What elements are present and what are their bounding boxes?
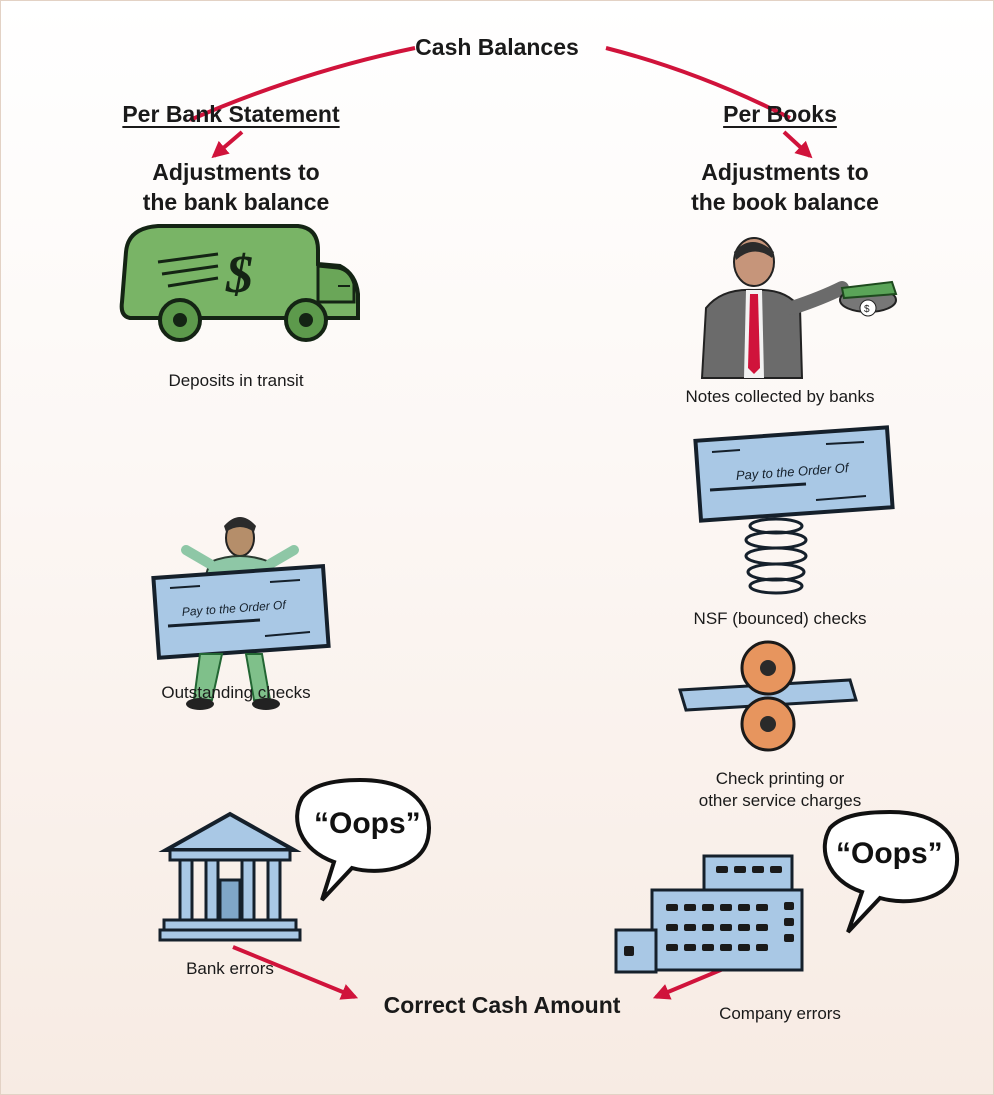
check-printing-rollers-icon bbox=[678, 640, 858, 752]
caption-check-printing-line2: other service charges bbox=[698, 791, 862, 810]
caption-notes-collected: Notes collected by banks bbox=[685, 387, 875, 406]
caption-company-errors: Company errors bbox=[719, 1004, 841, 1023]
arrow-bank-to-correct bbox=[232, 945, 359, 1000]
arrow-to-bank-adjustments bbox=[211, 130, 244, 159]
bank-adjustments-heading: Adjustments to the bank balance bbox=[106, 157, 366, 217]
arc-to-bank-line bbox=[189, 46, 416, 122]
bank-building-icon bbox=[158, 811, 302, 942]
book-adjustments-heading: Adjustments to the book balance bbox=[655, 157, 915, 217]
svg-text:$: $ bbox=[225, 244, 253, 304]
books-subtitle: Per Books bbox=[700, 101, 860, 128]
person-holding-check-icon: Pay to the Order Of bbox=[151, 517, 331, 710]
bank-statement-subtitle-text: Per Bank Statement bbox=[122, 101, 340, 127]
caption-check-printing: Check printing or other service charges bbox=[665, 768, 895, 812]
book-heading-line2: the book balance bbox=[691, 189, 879, 215]
correct-cash-amount: Correct Cash Amount bbox=[383, 992, 621, 1018]
caption-outstanding-checks: Outstanding checks bbox=[161, 683, 311, 702]
caption-bank-errors: Bank errors bbox=[186, 959, 274, 978]
oops-text-left: “Oops” bbox=[314, 807, 421, 840]
oops-text-right: “Oops” bbox=[836, 837, 943, 870]
caption-check-printing-line1: Check printing or bbox=[715, 769, 845, 788]
speech-bubble-right bbox=[822, 809, 960, 934]
books-subtitle-text: Per Books bbox=[723, 101, 837, 127]
man-with-money-icon: $ bbox=[700, 237, 898, 379]
diagram-title: Cash Balances bbox=[415, 34, 579, 60]
arrow-to-book-adjustments bbox=[782, 130, 813, 159]
armored-truck-icon: $ bbox=[119, 224, 360, 342]
caption-nsf-checks: NSF (bounced) checks bbox=[693, 609, 867, 628]
caption-deposits-in-transit: Deposits in transit bbox=[168, 371, 304, 390]
arc-to-books-line bbox=[605, 46, 791, 120]
speech-bubble-left bbox=[295, 777, 431, 902]
bank-heading-line1: Adjustments to bbox=[152, 159, 320, 185]
office-building-icon bbox=[614, 854, 804, 974]
bank-heading-line2: the bank balance bbox=[142, 189, 330, 215]
bank-statement-subtitle: Per Bank Statement bbox=[91, 101, 371, 128]
book-heading-line1: Adjustments to bbox=[701, 159, 869, 185]
bouncing-check-icon: Pay to the Order Of bbox=[693, 425, 895, 595]
svg-text:$: $ bbox=[864, 304, 870, 315]
